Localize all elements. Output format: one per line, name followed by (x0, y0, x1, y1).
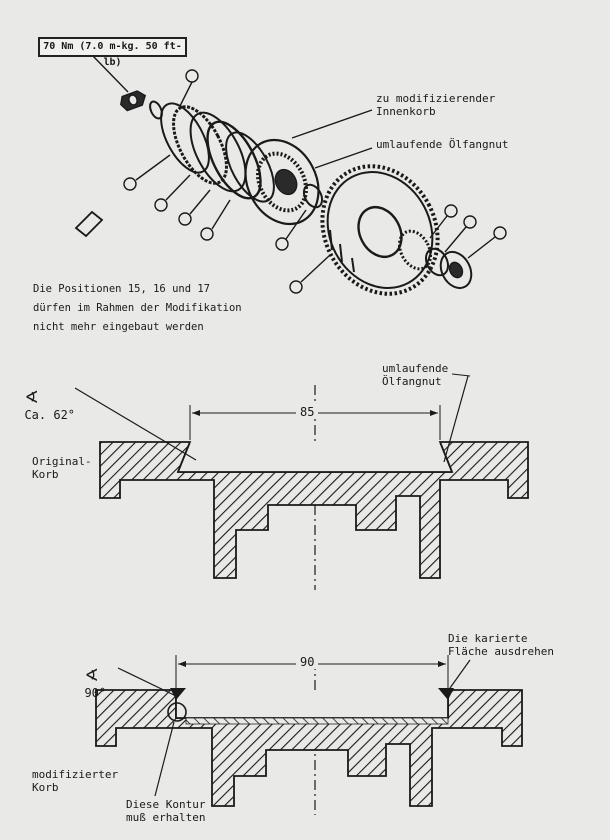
original-angle-value: Ca. 62° (24, 408, 76, 422)
angle-icon: ∢ (84, 666, 99, 686)
modified-angle-label: ∢ 90° (70, 652, 106, 700)
modified-angle-value: 90° (84, 686, 107, 700)
note-line: nicht mehr eingebaut werden (33, 321, 204, 333)
contour-label: Diese Kontur muß erhalten (126, 798, 206, 824)
torque-spec-label: 70 Nm (7.0 m-kg. 50 ft-lb) (38, 37, 187, 68)
note-line: dürfen im Rahmen der Modifikation (33, 302, 242, 314)
oil-groove-label: umlaufende Ölfangnut (376, 138, 509, 151)
turn-off-area-left (170, 688, 186, 700)
inner-basket-label: zu modifizierender Innenkorb (376, 92, 496, 118)
modified-dimension: 90 (296, 655, 319, 669)
original-groove-label: umlaufende Ölfangnut (382, 362, 449, 388)
original-dimension: 85 (296, 405, 319, 419)
nut-part (120, 90, 147, 112)
angle-icon: ∢ (24, 388, 39, 408)
modification-note: Die Positionen 15, 16 und 17 dürfen im R… (33, 280, 242, 337)
note-line: Die Positionen 15, 16 und 17 (33, 283, 211, 295)
exploded-clutch-assembly (74, 54, 507, 296)
original-part-label: Original- Korb (32, 455, 92, 481)
modified-basket-section (95, 655, 523, 815)
original-basket-profile (99, 441, 529, 579)
contour-circle (167, 702, 187, 722)
original-angle-label: ∢ Ca. 62° (10, 374, 75, 422)
original-basket-section (74, 373, 529, 590)
turn-off-area-right (438, 688, 454, 700)
turn-off-label: Die karierte Fläche ausdrehen (448, 632, 554, 658)
modified-part-label: modifizierter Korb (32, 768, 119, 794)
